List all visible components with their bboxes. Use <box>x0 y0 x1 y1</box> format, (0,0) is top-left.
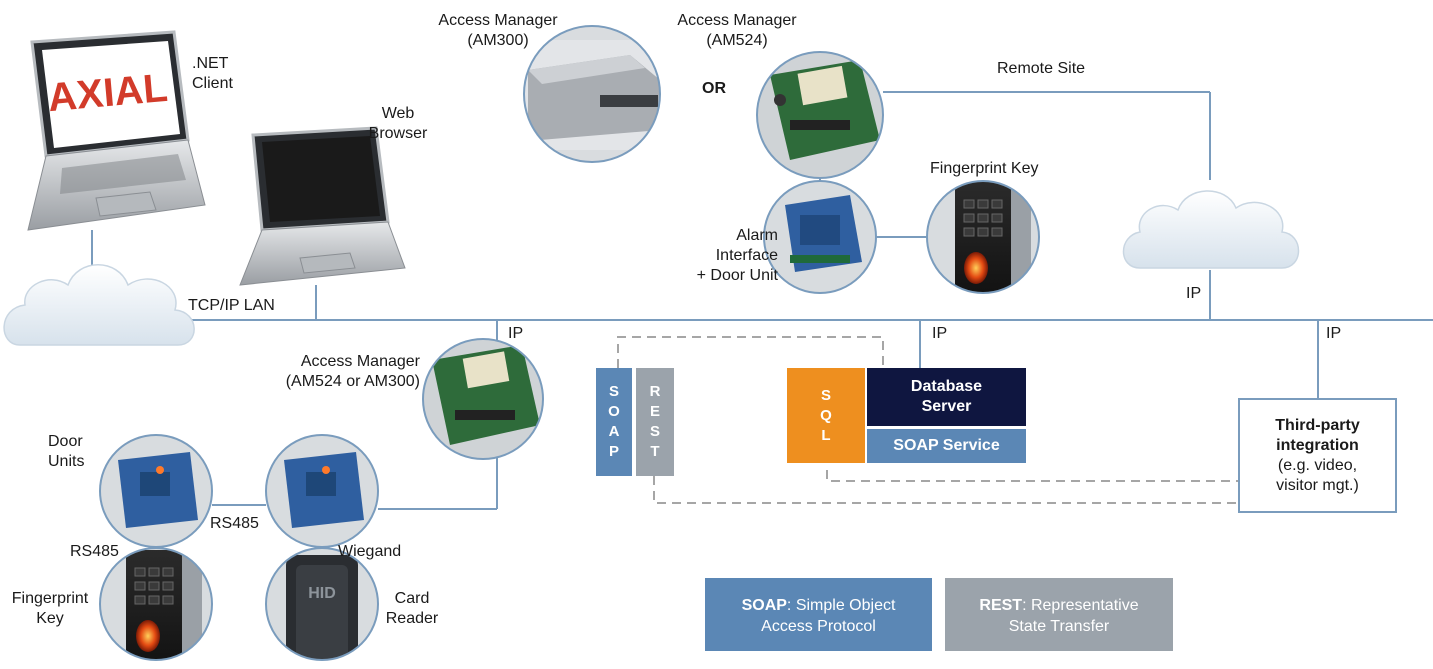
am524-label: Access Manager (AM524) <box>677 12 797 49</box>
ip-db-label: IP <box>932 325 948 342</box>
rest-letter: R <box>649 383 661 400</box>
soap-letter: O <box>608 403 620 420</box>
rest-letter: E <box>649 403 660 420</box>
rs485-left-label: RS485 <box>70 543 119 560</box>
legend-rest-term: REST <box>979 597 1023 614</box>
door-unit-icon-2 <box>265 434 379 548</box>
access-manager-am300-icon <box>523 25 661 163</box>
soap-service-box: SOAP Service <box>867 429 1026 463</box>
sql-block: S Q L <box>787 368 865 463</box>
soap-letter: P <box>608 443 619 460</box>
cloud-icon-lan <box>3 264 195 346</box>
am-bottom-label: Access Manager (AM524 or AM300) <box>285 353 420 390</box>
axial-logo: AXIAL <box>46 66 169 120</box>
net-client-label: .NET Client <box>192 55 233 92</box>
alarm-interface-label: Alarm Interface + Door Unit <box>696 227 778 284</box>
cloud-icon-remote <box>1122 190 1300 269</box>
fingerprint-key-bottom-label: Fingerprint Key <box>11 590 89 627</box>
laptop-icon-net-client: AXIAL <box>27 30 206 231</box>
fingerprint-key-top-label: Fingerprint Key <box>930 160 1039 177</box>
tcpip-lan-label: TCP/IP LAN <box>188 297 275 314</box>
laptop-icon-web-browser <box>239 126 406 286</box>
fingerprint-key-icon-top <box>926 180 1040 294</box>
connection-lines <box>20 91 1433 548</box>
remote-site-label: Remote Site <box>997 60 1086 77</box>
soap-letter: A <box>608 423 620 440</box>
third-party-integration-box: Third-party integration (e.g. video, vis… <box>1238 398 1397 513</box>
card-reader-icon: HID <box>265 547 379 661</box>
rest-bar: R E S T <box>636 368 674 476</box>
rs485-between-label: RS485 <box>210 515 259 532</box>
door-unit-icon-1 <box>99 434 213 548</box>
database-server-box: Database Server <box>867 368 1026 426</box>
sql-letter: L <box>821 426 831 444</box>
or-label: OR <box>702 80 726 97</box>
legend-rest-desc: : Representative State Transfer <box>1008 597 1139 635</box>
soap-bar: S O A P <box>596 368 632 476</box>
legend-rest: REST: Representative State Transfer <box>945 578 1173 651</box>
dashed-protocol-lines <box>617 336 1238 504</box>
access-manager-am524-icon <box>756 51 884 179</box>
alarm-interface-icon <box>763 180 877 294</box>
web-browser-label: Web Browser <box>368 105 428 142</box>
hid-logo: HID <box>308 585 336 602</box>
legend-soap-term: SOAP <box>741 597 787 614</box>
soap-letter: S <box>608 383 619 400</box>
rest-letter: S <box>649 423 660 440</box>
am300-label: Access Manager (AM300) <box>438 12 558 49</box>
ip-third-party-label: IP <box>1326 325 1342 342</box>
fingerprint-key-icon-bottom <box>99 547 213 661</box>
third-party-subtitle: (e.g. video, visitor mgt.) <box>1276 456 1359 494</box>
third-party-title: Third-party integration <box>1275 416 1360 454</box>
sql-letter: Q <box>820 406 832 424</box>
ip-remote-label: IP <box>1186 285 1202 302</box>
legend-soap: SOAP: Simple Object Access Protocol <box>705 578 932 651</box>
sql-letter: S <box>820 386 831 404</box>
ip-am-label: IP <box>508 325 524 342</box>
card-reader-label: Card Reader <box>385 590 439 627</box>
door-units-label: Door Units <box>48 433 85 470</box>
wiegand-label: Wiegand <box>338 543 402 560</box>
rest-letter: T <box>650 443 660 460</box>
legend-soap-desc: : Simple Object Access Protocol <box>761 597 896 635</box>
access-manager-bottom-icon <box>422 338 544 460</box>
